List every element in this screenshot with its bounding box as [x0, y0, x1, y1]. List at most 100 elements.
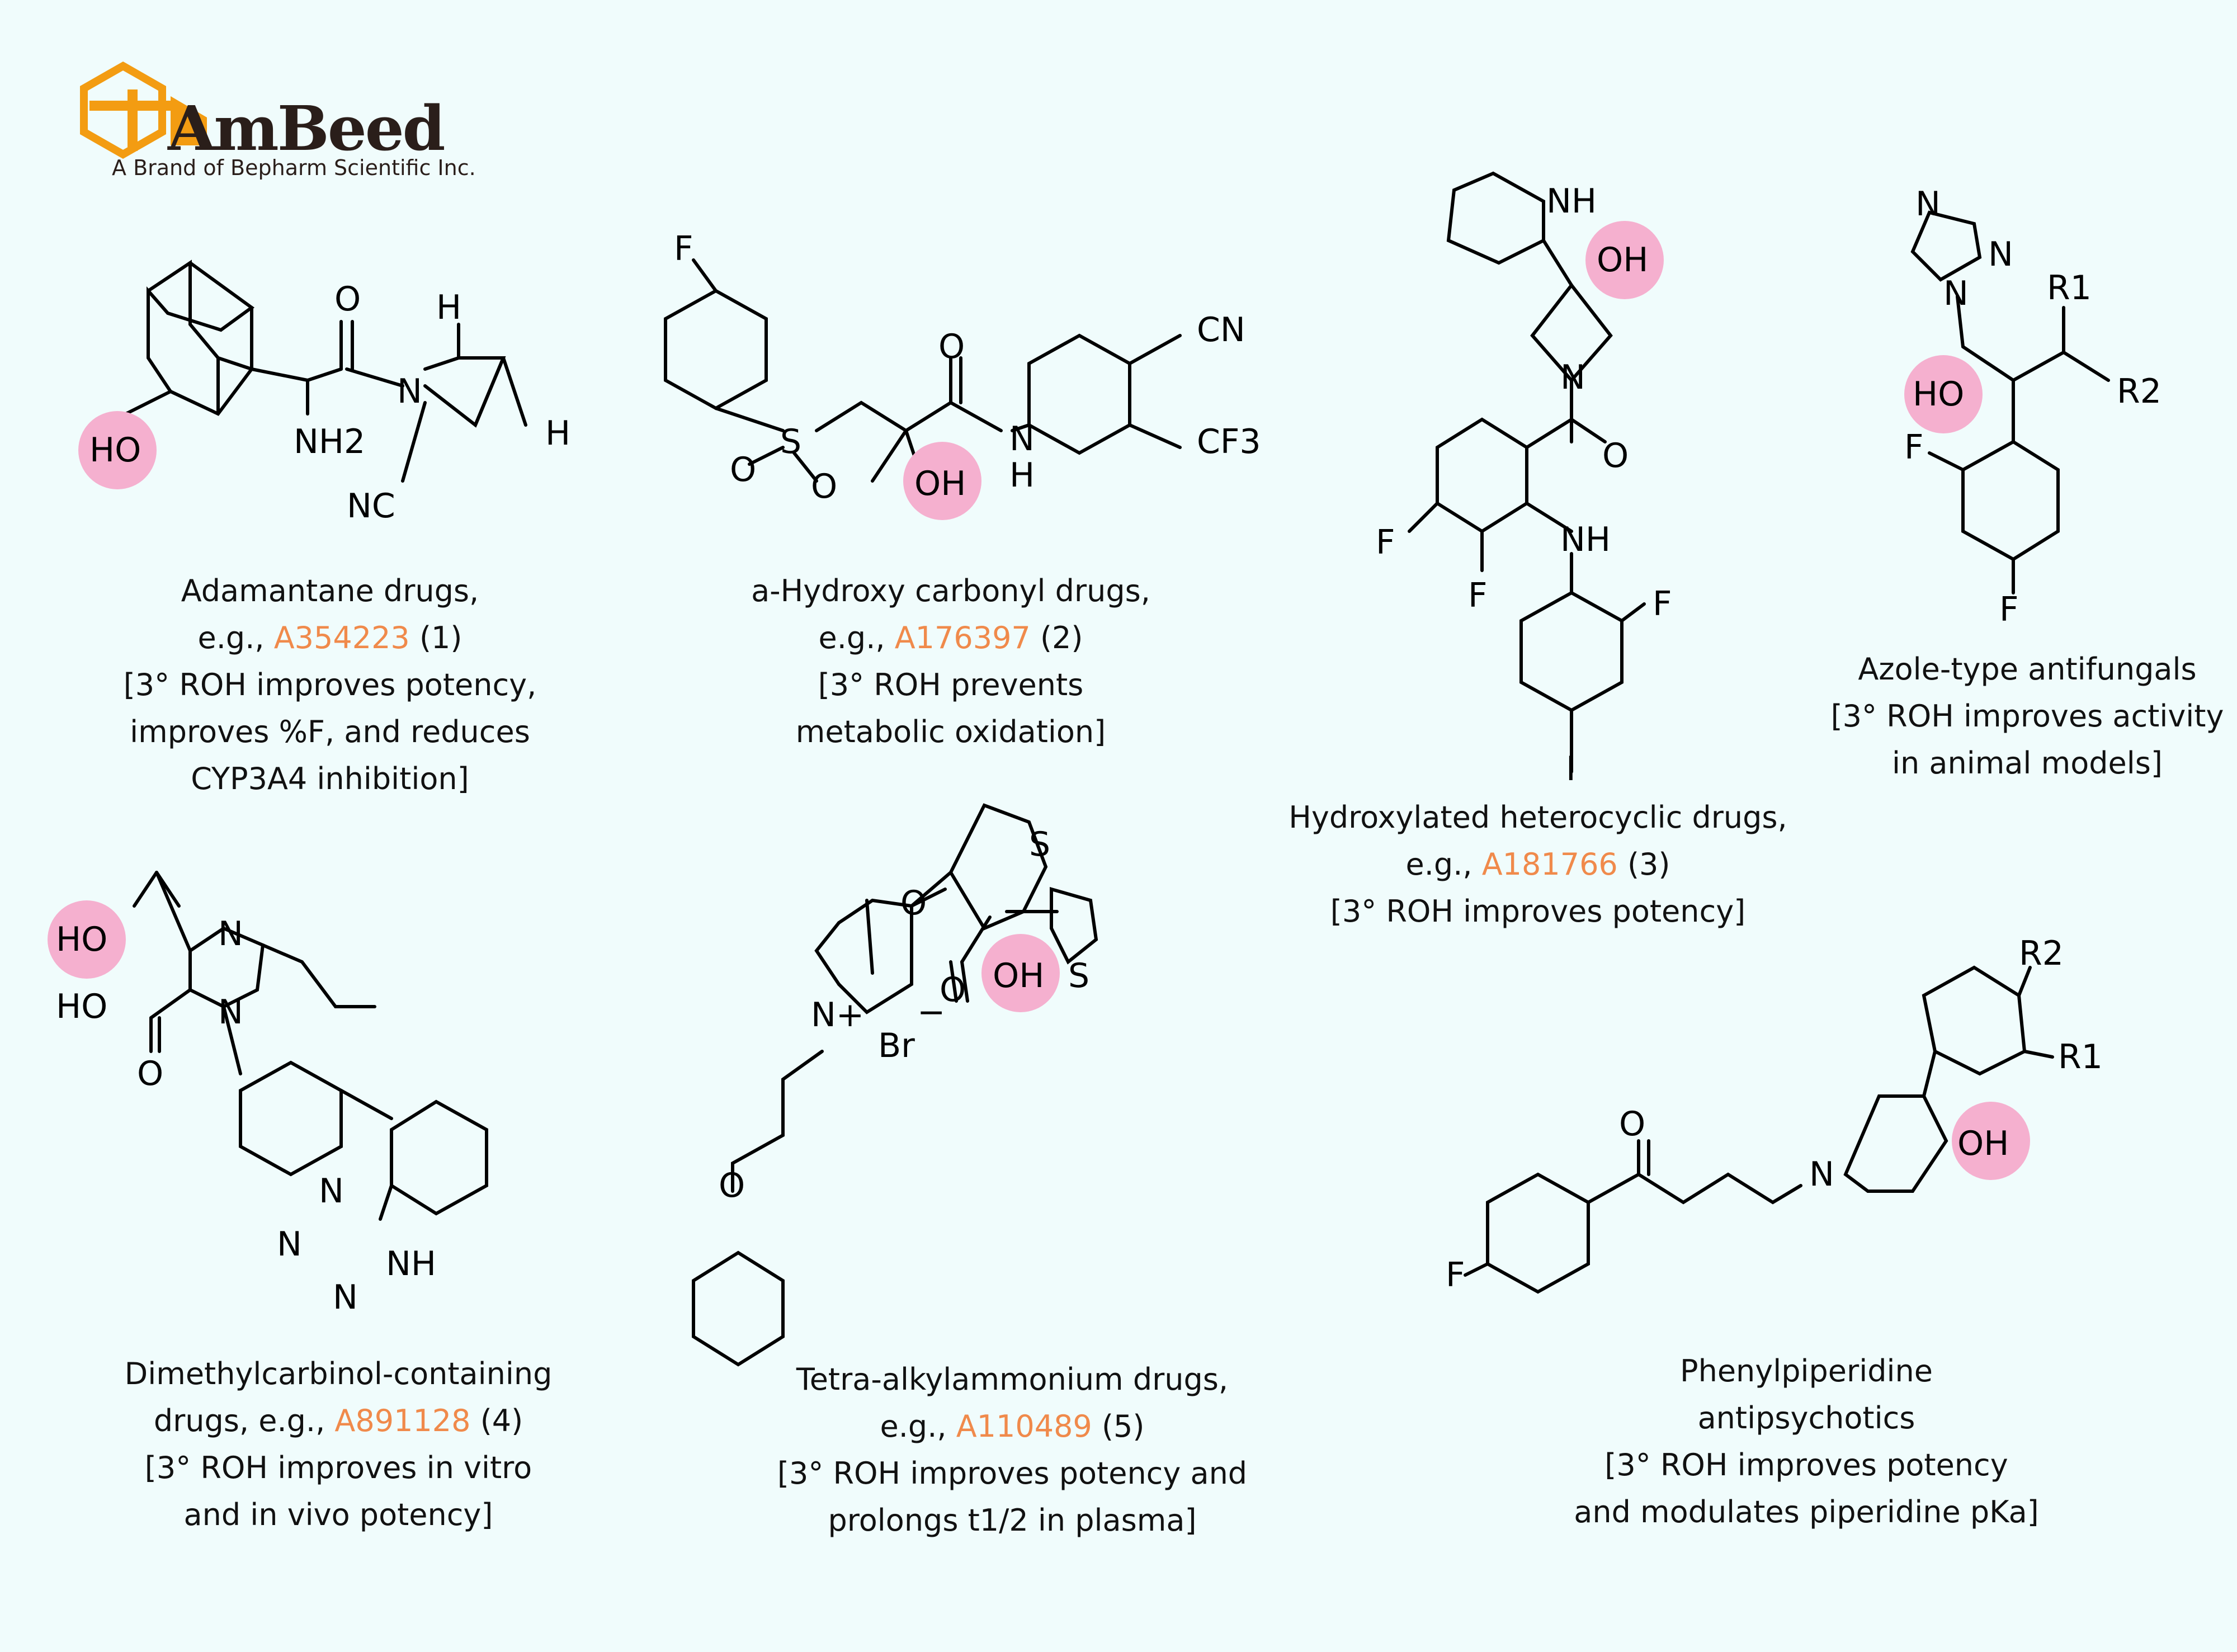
atom-label: F	[1446, 1255, 1465, 1295]
caption-line: Azole-type antifungals	[1858, 652, 2197, 687]
atom-label: I	[1566, 749, 1576, 789]
atom-label: S	[1068, 956, 1089, 995]
brand-tagline: A Brand of Bepharm Scientific Inc.	[112, 155, 476, 180]
caption-line: metabolic oxidation]	[795, 714, 1106, 749]
atom-label: O	[940, 970, 966, 1009]
atom-label: O	[900, 884, 927, 923]
molecule-7	[1464, 965, 2054, 1294]
atom-label: R1	[2058, 1037, 2103, 1077]
atom-label: O	[719, 1166, 745, 1205]
caption-line: CYP3A4 inhibition]	[191, 761, 469, 796]
caption-line: Phenylpiperidine	[1680, 1353, 1933, 1389]
atom-label: OH	[1957, 1124, 2009, 1163]
caption-line: in animal models]	[1892, 745, 2163, 781]
caption-line: and in vivo potency]	[183, 1497, 493, 1532]
atom-label: N	[333, 1278, 358, 1317]
atom-label: O	[938, 327, 965, 366]
hydroxyl-highlight	[78, 411, 157, 489]
product-code: A110489	[956, 1409, 1092, 1444]
atom-label: O	[334, 280, 361, 319]
atom-label: R2	[2019, 934, 2064, 973]
molecule-1	[119, 259, 527, 483]
brand-name: AmBeed	[168, 92, 446, 164]
caption-line: Dimethylcarbinol-containing	[124, 1356, 553, 1391]
caption-line: a-Hydroxy carbonyl drugs,	[751, 573, 1150, 608]
hydroxyl-highlight	[1585, 221, 1664, 299]
atom-label: N	[1915, 185, 1941, 224]
caption-line: [3° ROH improves potency and	[777, 1456, 1248, 1491]
atom-label: F	[1468, 576, 1488, 615]
atom-label: HO	[56, 987, 107, 1026]
atom-label: O	[730, 450, 756, 489]
molecule-6	[692, 803, 1098, 1367]
atom-label: NH	[386, 1244, 436, 1283]
caption-ammonium: Tetra-alkylammonium drugs, e.g., A110489…	[777, 1356, 1247, 1544]
atom-label: H	[1009, 456, 1035, 495]
caption-line: improves %F, and reduces	[130, 714, 530, 749]
caption-adamantane: Adamantane drugs, e.g., A354223 (1) [3° …	[124, 568, 537, 803]
atom-label: N	[397, 372, 422, 411]
hydroxyl-highlight	[903, 442, 981, 520]
atom-label: NH	[1560, 520, 1611, 559]
atom-label: N+	[811, 995, 864, 1035]
caption-dimethylcarbinol: Dimethylcarbinol-containing drugs, e.g.,…	[125, 1351, 553, 1538]
atom-label: F	[674, 229, 693, 268]
molecule-4	[1910, 210, 2110, 594]
atom-label: N	[1988, 235, 2013, 274]
atom-label: CN	[1197, 310, 1245, 350]
atom-label: HO	[56, 920, 107, 959]
hydroxyl-highlight	[48, 900, 126, 979]
atom-label: HO	[89, 431, 141, 470]
caption-phenylpiperidine: Phenylpiperidine antipsychotics [3° ROH …	[1574, 1348, 2038, 1536]
caption-line: e.g., A176397 (2)	[818, 620, 1083, 655]
product-code: A176397	[894, 620, 1031, 655]
caption-line: drugs, e.g., A891128 (4)	[153, 1403, 523, 1438]
atom-label: N	[218, 993, 243, 1032]
atom-label: OH	[1597, 240, 1648, 280]
atom-label: NH2	[294, 422, 365, 461]
atom-label: NH	[1546, 182, 1597, 221]
atom-label: F	[1999, 590, 2019, 629]
hydroxyl-highlight	[1952, 1102, 2030, 1180]
atom-label: O	[811, 467, 837, 506]
caption-azole: Azole-type antifungals [3° ROH improves …	[1831, 646, 2224, 787]
caption-line: and modulates piperidine pKa]	[1574, 1494, 2039, 1530]
atom-label: S	[780, 422, 801, 461]
atom-label: N	[1943, 274, 1969, 313]
caption-line: [3° ROH prevents	[818, 667, 1084, 702]
atom-label: OH	[914, 464, 966, 503]
atom-label: H	[545, 414, 570, 453]
molecule-2	[664, 258, 1182, 483]
product-code: A181766	[1481, 847, 1618, 882]
atom-label: R2	[2117, 372, 2162, 411]
caption-line: e.g., A354223 (1)	[197, 620, 462, 655]
molecule-3	[1408, 171, 1646, 773]
atom-label: R1	[2047, 268, 2092, 308]
atom-label: N	[1009, 419, 1035, 459]
product-code: A354223	[273, 620, 410, 655]
atom-label: N	[218, 914, 243, 954]
atom-label: N	[1560, 358, 1585, 397]
caption-line: e.g., A110489 (5)	[880, 1409, 1145, 1444]
caption-line: prolongs t1/2 in plasma]	[828, 1503, 1197, 1538]
caption-line: [3° ROH improves activity	[1830, 698, 2224, 734]
atom-label: N	[277, 1225, 302, 1264]
caption-line: antipsychotics	[1697, 1400, 1915, 1436]
caption-line: Hydroxylated heterocyclic drugs,	[1289, 800, 1787, 835]
atom-label: O	[137, 1054, 163, 1093]
ambeed-logo-icon	[80, 61, 207, 159]
caption-line: [3° ROH improves in vitro	[144, 1450, 532, 1485]
atom-label: CF3	[1197, 422, 1261, 461]
atom-label: H	[436, 288, 461, 327]
atom-label: O	[1602, 436, 1629, 475]
atom-label: F	[1653, 584, 1672, 624]
atom-label: HO	[1913, 375, 1964, 414]
hydroxyl-highlight	[981, 934, 1060, 1012]
atom-label: OH	[993, 956, 1044, 995]
product-code: A891128	[334, 1403, 471, 1438]
molecule-5	[133, 871, 488, 1221]
atom-label: Br	[878, 1026, 915, 1065]
caption-heterocyclic: Hydroxylated heterocyclic drugs, e.g., A…	[1289, 794, 1787, 935]
caption-line: [3° ROH improves potency]	[1330, 894, 1746, 929]
